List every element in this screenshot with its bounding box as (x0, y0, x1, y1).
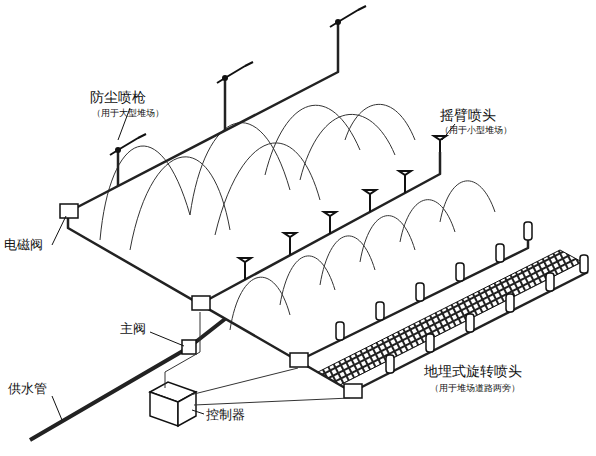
controller-side (178, 392, 196, 426)
part-label: 防尘喷枪 (90, 90, 146, 105)
leader-line (52, 396, 62, 420)
control-wire (190, 368, 298, 395)
buried-head (336, 322, 344, 340)
part-note: （用于大型堆场） (92, 109, 164, 119)
controller-front (150, 392, 178, 426)
rocker-sprinkler (324, 212, 336, 234)
water-arc (190, 123, 290, 215)
solenoid-valve (60, 204, 78, 218)
manifold-pipe (68, 212, 352, 392)
buried-head (376, 302, 384, 320)
supply-pipe (30, 319, 225, 440)
part-label: 电磁阀 (4, 238, 43, 252)
buried-pipe (352, 272, 588, 392)
buried-head (524, 222, 532, 240)
buried-head (506, 294, 514, 312)
water-arc (300, 114, 395, 180)
solenoid-valve (290, 353, 308, 367)
leader-line (192, 410, 204, 414)
dust-gun (217, 62, 253, 83)
road-grid (318, 250, 582, 385)
part-label: 摇臂喷头 (440, 108, 496, 123)
riser (117, 152, 120, 186)
dust-gun (110, 134, 146, 155)
buried-pipe (298, 238, 528, 361)
solenoid-valve (192, 296, 210, 310)
gun-joint (335, 19, 341, 25)
main-valve (182, 340, 196, 354)
part-label: 控制器 (206, 408, 245, 422)
rocker-sprinkler (364, 190, 376, 212)
part-note: （用于小型堆场） (440, 126, 512, 136)
part-label: 主阀 (120, 322, 146, 336)
water-arc (345, 104, 415, 140)
water-arc (360, 216, 415, 262)
leader-line (150, 332, 184, 346)
water-arc (280, 256, 335, 305)
water-arc (320, 236, 375, 285)
buried-head (426, 334, 434, 352)
control-wire (194, 398, 350, 405)
water-arc (215, 143, 320, 235)
buried-head (466, 314, 474, 332)
gun-joint (222, 75, 228, 81)
rocker-sprinkler (284, 233, 296, 255)
part-note: （用于堆场道路两旁） (430, 384, 520, 394)
buried-head (496, 244, 504, 262)
riser (224, 80, 227, 131)
rocker-sprinkler (434, 136, 446, 152)
sprinkler-pipe (200, 152, 440, 304)
solenoid-valve (344, 384, 362, 398)
buried-head (386, 355, 394, 373)
leader-line (52, 216, 66, 245)
rocker-sprinkler (399, 171, 411, 193)
part-label: 地埋式旋转喷头 (424, 364, 522, 379)
buried-head (580, 255, 588, 273)
part-label: 供水管 (8, 382, 47, 396)
water-arc (100, 146, 190, 240)
buried-head (546, 273, 554, 291)
buried-head (456, 263, 464, 281)
control-wire (165, 312, 200, 388)
water-arc (440, 181, 495, 222)
water-arc (230, 277, 290, 330)
gun-pipe (68, 24, 338, 212)
gun-joint (115, 147, 121, 153)
dust-gun (330, 6, 366, 27)
water-arc (265, 105, 360, 175)
water-arc (400, 200, 455, 242)
rocker-sprinkler (239, 258, 251, 280)
buried-head (416, 283, 424, 301)
